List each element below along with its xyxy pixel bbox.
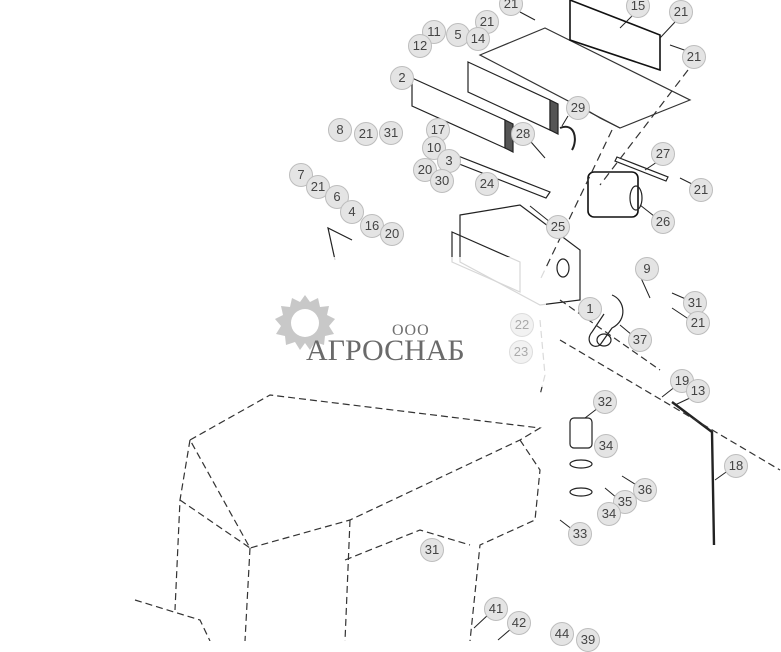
part-callout-42[interactable]: 42 xyxy=(507,611,531,635)
duct-elbow xyxy=(588,294,624,347)
part-callout-12[interactable]: 12 xyxy=(408,34,432,58)
cab-outline xyxy=(134,299,781,642)
part-callout-34[interactable]: 34 xyxy=(597,502,621,526)
part-callout-31[interactable]: 31 xyxy=(683,291,707,315)
part-callout-21[interactable]: 21 xyxy=(669,0,693,24)
part-callout-22[interactable]: 22 xyxy=(510,313,534,337)
side-panel xyxy=(569,0,661,72)
receiver-drier xyxy=(569,417,593,497)
heater-core xyxy=(411,77,514,153)
part-callout-41[interactable]: 41 xyxy=(484,597,508,621)
part-callout-25[interactable]: 25 xyxy=(546,215,570,239)
part-callout-4[interactable]: 4 xyxy=(340,200,364,224)
part-callout-24[interactable]: 24 xyxy=(475,172,499,196)
part-callout-21[interactable]: 21 xyxy=(682,45,706,69)
part-callout-26[interactable]: 26 xyxy=(651,210,675,234)
part-callout-17[interactable]: 17 xyxy=(426,118,450,142)
watermark-prefix: ООО xyxy=(392,322,430,339)
part-callout-33[interactable]: 33 xyxy=(568,522,592,546)
gear-logo-icon xyxy=(275,295,335,350)
side-rod xyxy=(327,226,353,261)
hose xyxy=(559,125,576,151)
part-callout-21[interactable]: 21 xyxy=(686,311,710,335)
part-callout-31[interactable]: 31 xyxy=(420,538,444,562)
blower-motor xyxy=(587,171,643,218)
part-callout-31[interactable]: 31 xyxy=(379,121,403,145)
part-callout-2[interactable]: 2 xyxy=(390,66,414,90)
part-callout-37[interactable]: 37 xyxy=(628,328,652,352)
bracket xyxy=(614,156,669,182)
part-callout-32[interactable]: 32 xyxy=(593,390,617,414)
part-callout-29[interactable]: 29 xyxy=(566,96,590,120)
part-callout-9[interactable]: 9 xyxy=(635,257,659,281)
part-callout-39[interactable]: 39 xyxy=(576,628,600,652)
watermark-name: АГРОСНАБ xyxy=(306,334,465,367)
part-callout-1[interactable]: 1 xyxy=(578,297,602,321)
evaporator-core xyxy=(467,61,559,135)
part-callout-13[interactable]: 13 xyxy=(686,379,710,403)
drain-pipe xyxy=(671,401,716,546)
part-callout-15[interactable]: 15 xyxy=(626,0,650,18)
part-callout-36[interactable]: 36 xyxy=(633,478,657,502)
part-callout-21[interactable]: 21 xyxy=(306,175,330,199)
part-callout-23[interactable]: 23 xyxy=(509,340,533,364)
part-callout-20[interactable]: 20 xyxy=(380,222,404,246)
part-callout-44[interactable]: 44 xyxy=(550,622,574,646)
part-callout-18[interactable]: 18 xyxy=(724,454,748,478)
part-callout-8[interactable]: 8 xyxy=(328,118,352,142)
part-callout-28[interactable]: 28 xyxy=(511,122,535,146)
part-callout-30[interactable]: 30 xyxy=(430,169,454,193)
part-callout-21[interactable]: 21 xyxy=(689,178,713,202)
assembly-leaders xyxy=(539,69,689,281)
part-callout-14[interactable]: 14 xyxy=(466,27,490,51)
part-callout-21[interactable]: 21 xyxy=(475,10,499,34)
part-callout-34[interactable]: 34 xyxy=(594,434,618,458)
part-callout-21[interactable]: 21 xyxy=(354,122,378,146)
part-callout-27[interactable]: 27 xyxy=(651,142,675,166)
